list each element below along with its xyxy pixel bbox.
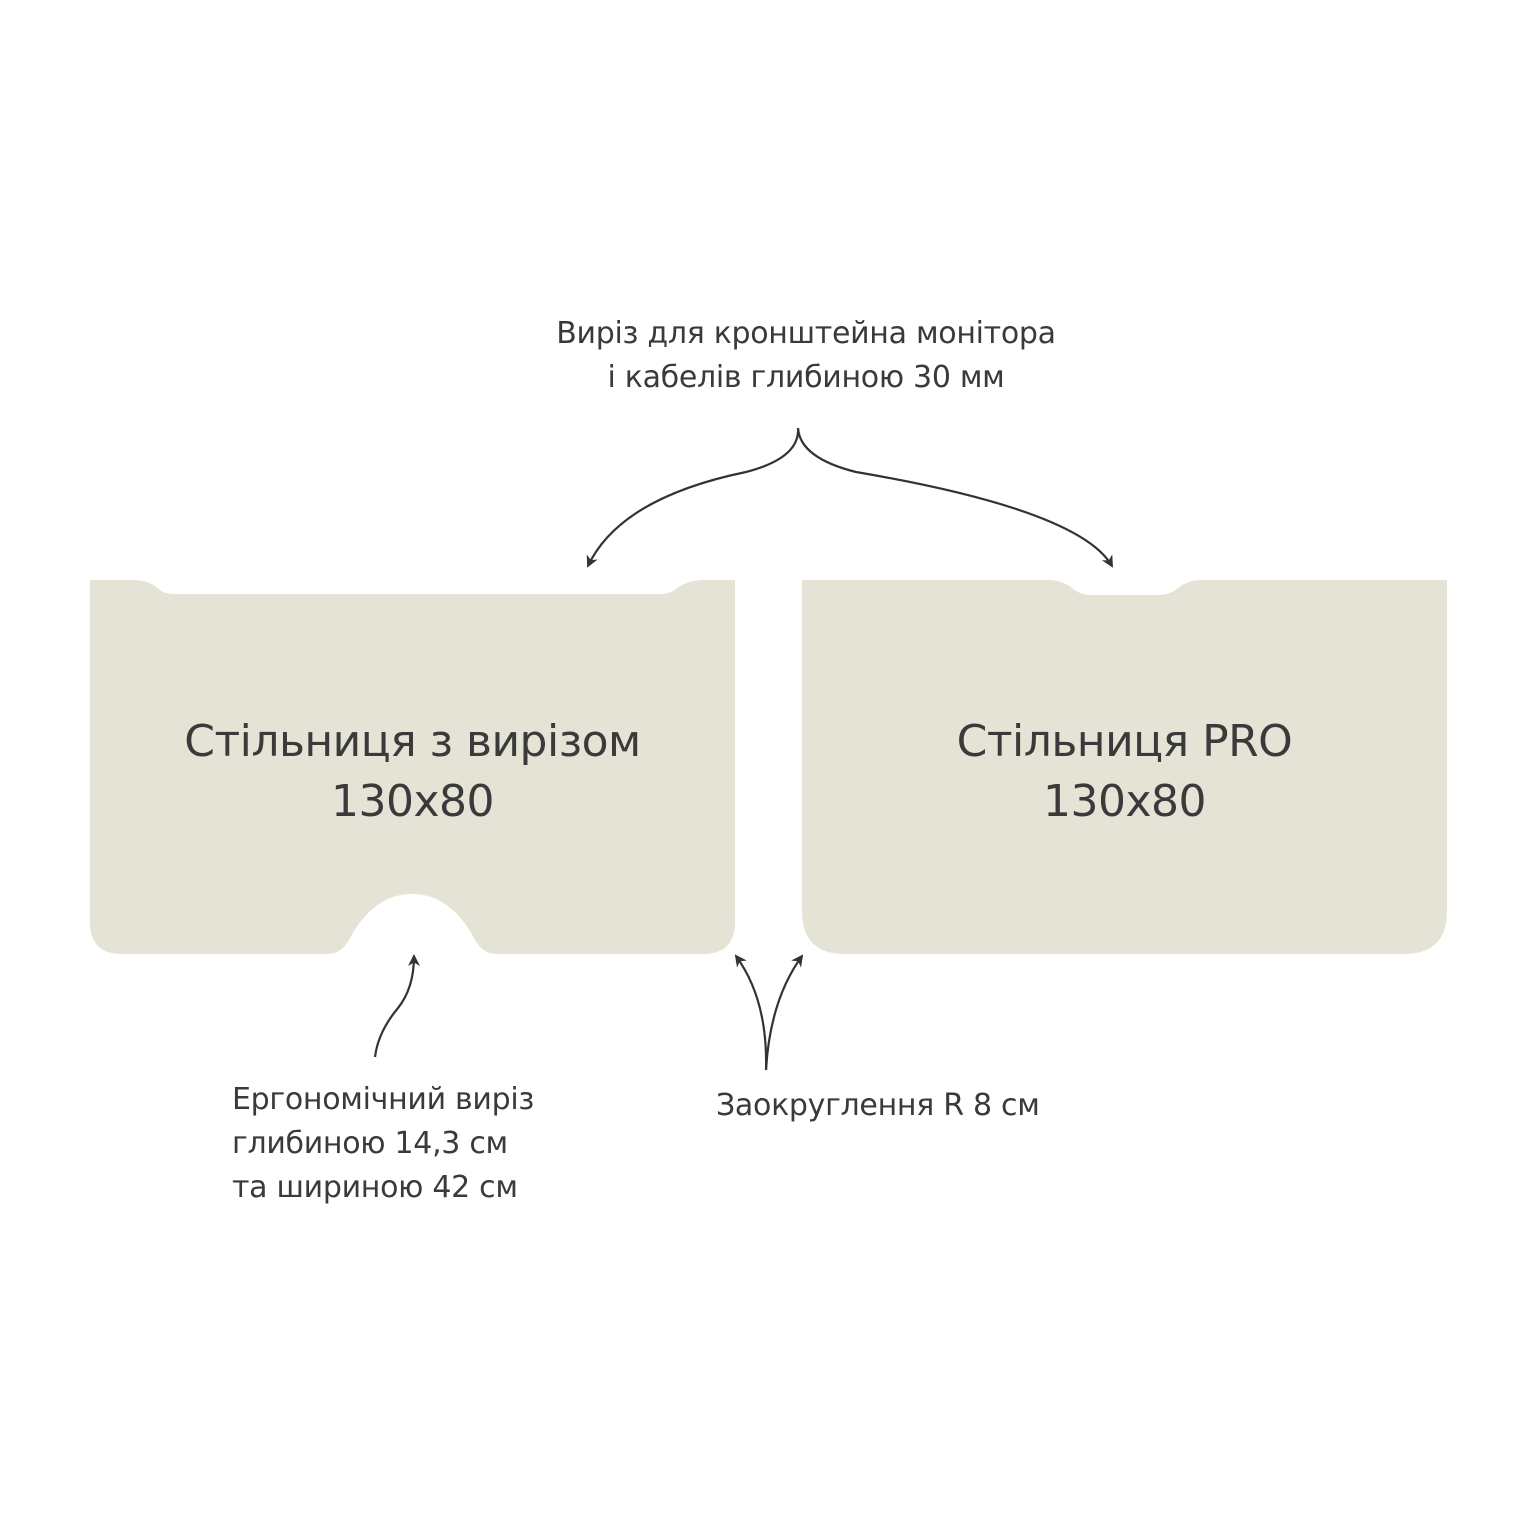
- left-tabletop-title: Стільниця з вирізом: [184, 716, 641, 767]
- rounding-arrow-left: [734, 954, 768, 1071]
- monitor-cutout-note-line-1: Виріз для кронштейна монітора: [556, 316, 1056, 351]
- ergonomic-cutout-note-line-2: глибиною 14,3 см: [232, 1126, 508, 1161]
- monitor-cutout-note-line-2: і кабелів глибиною 30 мм: [607, 360, 1005, 395]
- tabletop-with-cutout-shape: [90, 580, 735, 954]
- right-tabletop-title: Стільниця PRO: [956, 716, 1293, 767]
- ergonomic-cutout-note-line-3: та шириною 42 см: [232, 1170, 518, 1205]
- ergonomic-cutout-note-line-1: Ергономічний виріз: [232, 1082, 535, 1117]
- rounding-note-text: Заокруглення R 8 см: [716, 1088, 1040, 1123]
- ergonomic-cutout-arrow: [373, 954, 420, 1058]
- ergonomic-cutout-note: Ергономічний виріз глибиною 14,3 см та ш…: [232, 1078, 534, 1210]
- tabletop-pro-shape: [802, 580, 1447, 954]
- monitor-cutout-note: Виріз для кронштейна монітора і кабелів …: [556, 312, 1056, 400]
- right-tabletop-label: Стільниця PRO 130x80: [802, 712, 1447, 832]
- left-tabletop-size: 130x80: [330, 776, 495, 827]
- monitor-cutout-arrow-right: [796, 427, 1113, 568]
- rounding-note: Заокруглення R 8 см: [716, 1084, 1040, 1128]
- right-tabletop-size: 130x80: [1042, 776, 1207, 827]
- rounding-arrow-right: [764, 954, 804, 1071]
- monitor-cutout-arrow-left: [586, 427, 800, 568]
- left-tabletop-label: Стільниця з вирізом 130x80: [90, 712, 735, 832]
